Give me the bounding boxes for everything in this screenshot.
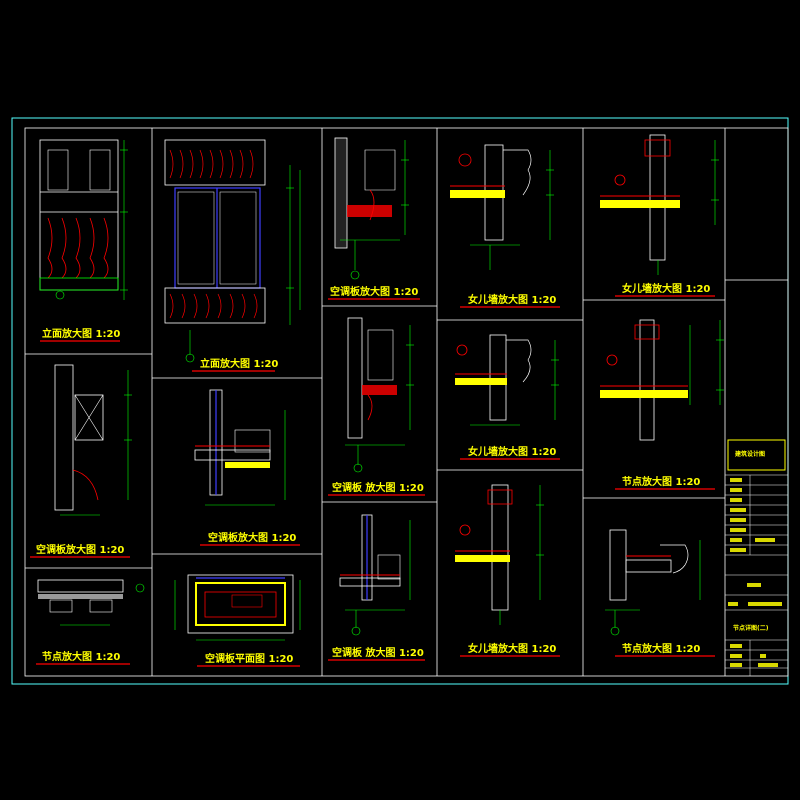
- detail-2-drawing: [164, 139, 301, 363]
- detail-5-drawing: [600, 134, 719, 275]
- detail-11-drawing: [37, 579, 145, 626]
- title-block-stamp: 建筑设计图: [735, 450, 765, 458]
- detail-2-title: 立面放大图 1:20: [200, 357, 278, 370]
- panel-dividers: [25, 128, 788, 676]
- detail-3-drawing: [334, 137, 409, 280]
- detail-8-title: 空调板 放大图 1:20: [332, 481, 424, 494]
- detail-7-drawing: [194, 389, 286, 506]
- inner-frame: [24, 127, 789, 677]
- detail-14-title: 女儿墙放大图 1:20: [468, 642, 556, 655]
- detail-6-drawing: [54, 364, 132, 516]
- detail-9-drawing: [455, 334, 559, 426]
- detail-15-drawing: [605, 529, 701, 636]
- detail-11-title: 节点放大图 1:20: [42, 650, 120, 663]
- title-block-drawing-title: 节点详图(二): [733, 624, 769, 632]
- detail-3-title: 空调板放大图 1:20: [330, 285, 418, 298]
- detail-1-title: 立面放大图 1:20: [42, 327, 120, 340]
- title-block: 建筑设计图: [725, 439, 788, 676]
- detail-1-drawing: [39, 139, 128, 300]
- detail-6-title: 空调板放大图 1:20: [36, 543, 124, 556]
- detail-12-drawing: [174, 574, 301, 641]
- detail-12-title: 空调板平面图 1:20: [205, 652, 293, 665]
- detail-13-title: 空调板 放大图 1:20: [332, 646, 424, 659]
- detail-13-drawing: [339, 514, 411, 636]
- detail-9-title: 女儿墙放大图 1:20: [468, 445, 556, 458]
- detail-4-drawing: [450, 144, 554, 270]
- detail-4-title: 女儿墙放大图 1:20: [468, 293, 556, 306]
- detail-10-drawing: [600, 319, 724, 441]
- detail-8-drawing: [345, 317, 414, 473]
- detail-10-title: 节点放大图 1:20: [622, 475, 700, 488]
- detail-15-title: 节点放大图 1:20: [622, 642, 700, 655]
- detail-7-title: 空调板放大图 1:20: [208, 531, 296, 544]
- detail-5-title: 女儿墙放大图 1:20: [622, 282, 710, 295]
- detail-14-drawing: [455, 484, 544, 625]
